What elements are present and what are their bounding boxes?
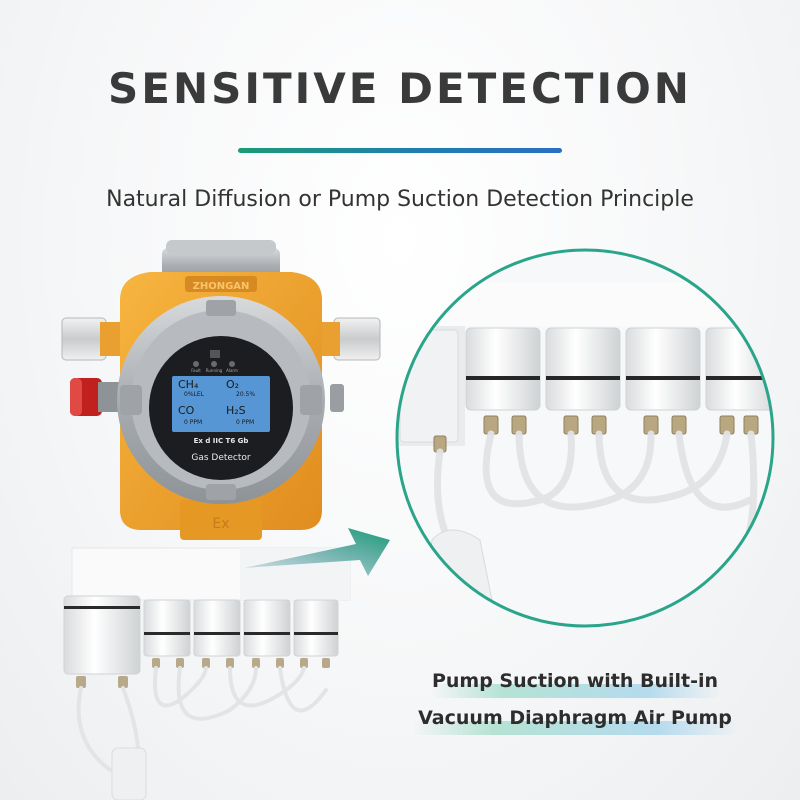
nameplate-label: Gas Detector bbox=[191, 453, 251, 463]
sensor-manifold-small bbox=[63, 547, 351, 800]
left-cable-gland bbox=[61, 317, 107, 361]
right-cable-gland bbox=[333, 317, 381, 361]
lcd-co-label: CO bbox=[178, 404, 195, 417]
lcd-co-value: 0 PPM bbox=[184, 419, 203, 426]
page-subtitle: Natural Diffusion or Pump Suction Detect… bbox=[106, 187, 694, 212]
lcd-screen bbox=[172, 376, 270, 432]
zoom-arrow bbox=[244, 528, 390, 576]
magnified-view bbox=[395, 248, 775, 628]
caption-line-2: Vacuum Diaphragm Air Pump bbox=[418, 707, 732, 729]
caption-line-1: Pump Suction with Built-in bbox=[431, 670, 719, 692]
certification-label: Ex d IIC T6 Gb bbox=[194, 437, 249, 445]
gas-detector-device: ZHONGAN Ex Fault Running Alarm bbox=[61, 240, 381, 540]
caption-highlight-2 bbox=[412, 721, 738, 735]
ex-mark: Ex bbox=[212, 516, 229, 532]
brand-label: ZHONGAN bbox=[193, 281, 250, 292]
lcd-o2-value: 20.5% bbox=[236, 391, 256, 398]
lcd-ch4-label: CH₄ bbox=[178, 378, 199, 391]
lcd-h2s-label: H₂S bbox=[226, 404, 246, 417]
page-title: SENSITIVE DETECTION bbox=[108, 64, 692, 113]
indicator-fault: Fault bbox=[191, 368, 201, 373]
lcd-o2-label: O₂ bbox=[226, 378, 240, 391]
indicator-alarm: Alarm bbox=[226, 368, 238, 373]
title-underline bbox=[238, 148, 562, 153]
lcd-h2s-value: 0 PPM bbox=[236, 419, 255, 426]
indicator-running: Running bbox=[206, 368, 223, 373]
caption-highlight-1 bbox=[430, 684, 720, 698]
lcd-ch4-value: 0%LEL bbox=[184, 391, 204, 398]
magnify-circle-border bbox=[395, 248, 775, 628]
